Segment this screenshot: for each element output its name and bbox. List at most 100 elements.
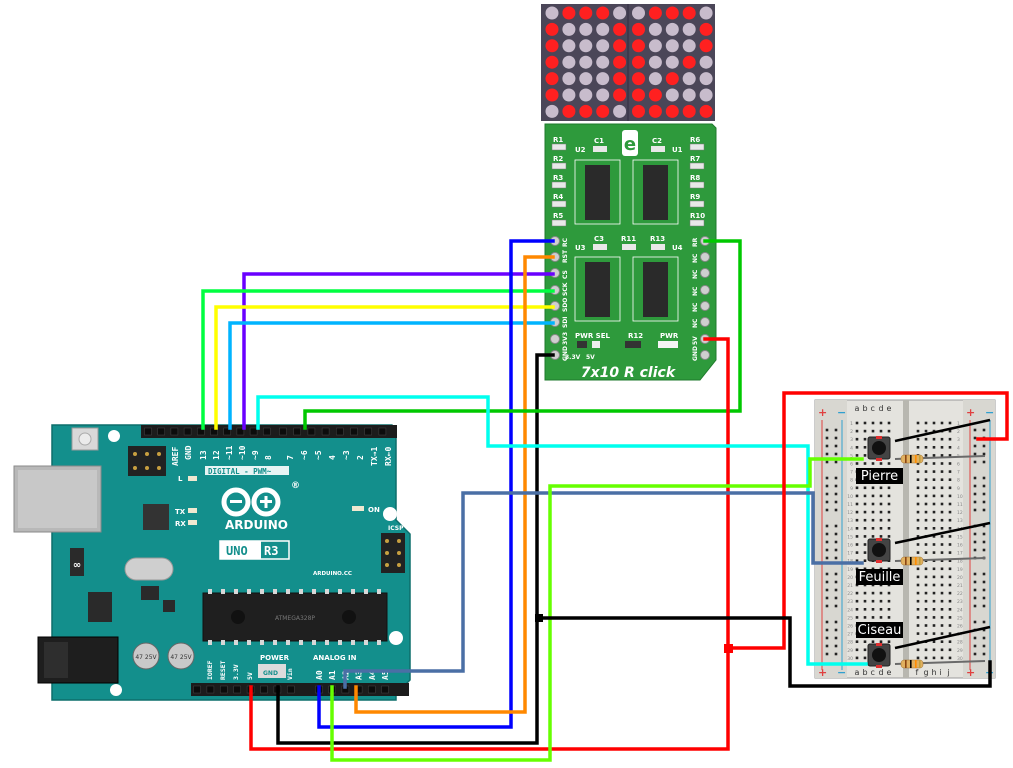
rail-hole[interactable] bbox=[973, 460, 977, 464]
rail-hole[interactable] bbox=[973, 652, 977, 656]
rail-hole[interactable] bbox=[825, 580, 829, 584]
breadboard-hole[interactable] bbox=[863, 518, 867, 522]
breadboard-hole[interactable] bbox=[924, 648, 928, 652]
click-pin-nc[interactable] bbox=[700, 285, 710, 295]
breadboard-hole[interactable] bbox=[887, 608, 891, 611]
breadboard-hole[interactable] bbox=[940, 616, 944, 619]
breadboard-hole[interactable] bbox=[932, 656, 936, 660]
breadboard-hole[interactable] bbox=[948, 608, 952, 611]
breadboard-hole[interactable] bbox=[916, 648, 920, 652]
breadboard-hole[interactable] bbox=[932, 567, 936, 571]
rail-hole[interactable] bbox=[834, 444, 838, 448]
breadboard-hole[interactable] bbox=[916, 462, 920, 465]
breadboard-hole[interactable] bbox=[916, 510, 920, 514]
rail-hole[interactable] bbox=[973, 428, 977, 432]
breadboard-hole[interactable] bbox=[940, 656, 944, 660]
breadboard-hole[interactable] bbox=[932, 437, 936, 441]
rail-hole[interactable] bbox=[834, 460, 838, 464]
rail-hole[interactable] bbox=[973, 508, 977, 512]
header-socket[interactable] bbox=[279, 427, 287, 436]
header-socket[interactable] bbox=[236, 427, 245, 436]
breadboard-hole[interactable] bbox=[863, 429, 867, 433]
rail-hole[interactable] bbox=[982, 572, 986, 576]
breadboard-hole[interactable] bbox=[940, 527, 944, 530]
rail-hole[interactable] bbox=[982, 628, 986, 632]
breadboard-hole[interactable] bbox=[871, 567, 875, 571]
breadboard-hole[interactable] bbox=[948, 535, 952, 538]
rail-hole[interactable] bbox=[982, 532, 986, 536]
breadboard-hole[interactable] bbox=[940, 543, 944, 546]
breadboard-hole[interactable] bbox=[887, 591, 891, 595]
breadboard-hole[interactable] bbox=[863, 454, 867, 457]
rail-hole[interactable] bbox=[834, 620, 838, 624]
click-pin-nc[interactable] bbox=[700, 301, 710, 311]
rail-hole[interactable] bbox=[834, 500, 838, 504]
breadboard-hole[interactable] bbox=[932, 535, 936, 538]
breadboard-hole[interactable] bbox=[932, 624, 936, 627]
breadboard-hole[interactable] bbox=[855, 608, 859, 611]
breadboard-hole[interactable] bbox=[924, 632, 928, 635]
breadboard-hole[interactable] bbox=[924, 437, 928, 441]
breadboard-hole[interactable] bbox=[863, 551, 867, 554]
rail-hole[interactable] bbox=[825, 444, 829, 448]
breadboard-hole[interactable] bbox=[924, 591, 928, 595]
rail-hole[interactable] bbox=[834, 524, 838, 528]
breadboard-hole[interactable] bbox=[916, 656, 920, 660]
pushbutton-ciseau[interactable] bbox=[867, 643, 891, 668]
rail-hole[interactable] bbox=[825, 620, 829, 624]
breadboard-hole[interactable] bbox=[887, 421, 891, 425]
breadboard-hole[interactable] bbox=[948, 462, 952, 465]
breadboard-hole[interactable] bbox=[924, 462, 928, 465]
breadboard-hole[interactable] bbox=[863, 640, 867, 643]
rail-hole[interactable] bbox=[825, 604, 829, 608]
breadboard-hole[interactable] bbox=[948, 551, 952, 554]
breadboard-hole[interactable] bbox=[887, 535, 891, 538]
breadboard-hole[interactable] bbox=[863, 421, 867, 425]
rail-hole[interactable] bbox=[834, 556, 838, 560]
breadboard-hole[interactable] bbox=[924, 478, 928, 481]
breadboard-hole[interactable] bbox=[924, 543, 928, 546]
rail-hole[interactable] bbox=[834, 484, 838, 488]
breadboard-hole[interactable] bbox=[940, 518, 944, 522]
breadboard-hole[interactable] bbox=[879, 567, 883, 571]
breadboard-hole[interactable] bbox=[916, 478, 920, 481]
breadboard-hole[interactable] bbox=[863, 599, 867, 603]
header-socket[interactable] bbox=[307, 427, 316, 436]
rail-hole[interactable] bbox=[973, 572, 977, 576]
breadboard-hole[interactable] bbox=[924, 575, 928, 579]
breadboard-hole[interactable] bbox=[932, 616, 936, 619]
breadboard-hole[interactable] bbox=[940, 494, 944, 498]
breadboard-hole[interactable] bbox=[932, 446, 936, 449]
rail-hole[interactable] bbox=[982, 604, 986, 608]
rail-hole[interactable] bbox=[982, 492, 986, 496]
breadboard-hole[interactable] bbox=[855, 543, 859, 546]
breadboard-hole[interactable] bbox=[855, 446, 859, 449]
breadboard-hole[interactable] bbox=[940, 421, 944, 425]
header-socket[interactable] bbox=[220, 685, 228, 694]
breadboard-hole[interactable] bbox=[916, 527, 920, 530]
breadboard-hole[interactable] bbox=[863, 559, 867, 562]
breadboard-hole[interactable] bbox=[924, 494, 928, 498]
breadboard-hole[interactable] bbox=[948, 510, 952, 514]
breadboard-hole[interactable] bbox=[940, 462, 944, 465]
breadboard-hole[interactable] bbox=[916, 535, 920, 538]
breadboard-hole[interactable] bbox=[932, 527, 936, 530]
breadboard-hole[interactable] bbox=[887, 502, 891, 506]
rail-hole[interactable] bbox=[834, 436, 838, 440]
breadboard-hole[interactable] bbox=[932, 502, 936, 506]
breadboard-hole[interactable] bbox=[879, 535, 883, 538]
rail-hole[interactable] bbox=[834, 636, 838, 640]
breadboard-hole[interactable] bbox=[924, 567, 928, 571]
breadboard-hole[interactable] bbox=[916, 583, 920, 587]
breadboard-hole[interactable] bbox=[932, 640, 936, 643]
header-socket[interactable] bbox=[350, 427, 358, 436]
rail-hole[interactable] bbox=[973, 588, 977, 592]
breadboard-hole[interactable] bbox=[924, 624, 928, 627]
rail-hole[interactable] bbox=[982, 540, 986, 544]
click-pin-gnd[interactable] bbox=[700, 350, 710, 360]
breadboard-hole[interactable] bbox=[871, 486, 875, 490]
click-pin-nc[interactable] bbox=[700, 252, 710, 262]
rail-hole[interactable] bbox=[825, 460, 829, 464]
header-socket[interactable] bbox=[249, 427, 258, 436]
rail-hole[interactable] bbox=[834, 572, 838, 576]
